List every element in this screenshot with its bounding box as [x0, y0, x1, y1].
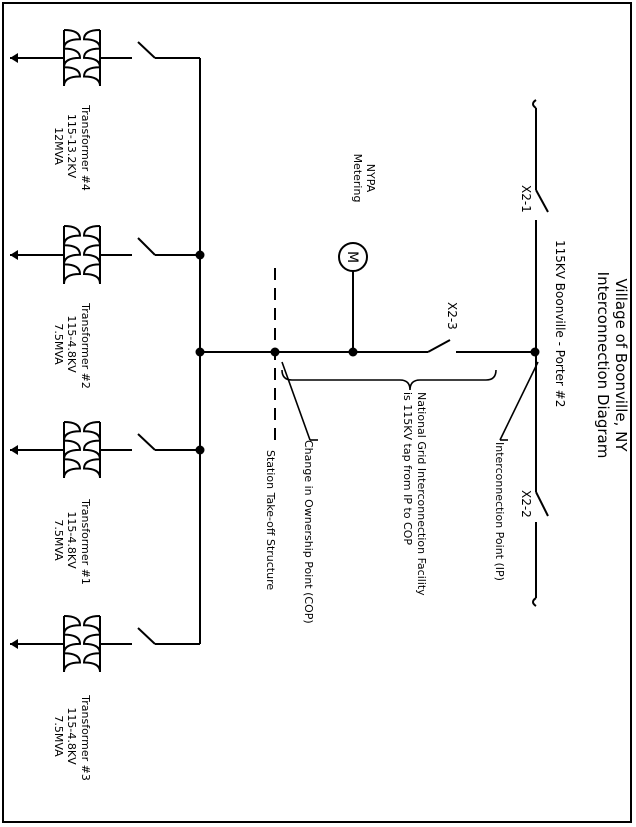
transformer-label-3: Transformer #3 115-4.8KV 7.5MVA	[52, 694, 92, 781]
transformer-1-name: Transformer #1	[79, 498, 92, 585]
transformer-2-voltage: 115-4.8KV	[65, 315, 78, 373]
transformer-3-rating: 7.5MVA	[52, 715, 65, 757]
line-label: 115KV Boonville - Porter #2	[553, 240, 567, 407]
transformer-feeder-1	[10, 421, 200, 478]
cop-label: Change in Ownership Point (COP)	[302, 440, 315, 624]
station-label: Station Take-off Structure	[264, 450, 277, 590]
station-bus	[195, 58, 205, 644]
facility-label-line-1: National Grid Interconnection Facility	[415, 392, 428, 596]
meter-label-line-1: NYPA	[364, 164, 377, 193]
facility-brace: National Grid Interconnection Facility i…	[281, 369, 497, 596]
transformer-label-1: Transformer #1 115-4.8KV 7.5MVA	[52, 498, 92, 585]
transformer-label-2: Transformer #2 115-4.8KV 7.5MVA	[52, 302, 92, 389]
transformer-feeder-2	[10, 225, 200, 284]
facility-label-line-2: is 115KV tap from IP to COP	[401, 392, 414, 545]
title-line-2: Interconnection Diagram	[594, 272, 612, 459]
nypa-meter: M NYPA Metering	[338, 154, 377, 352]
station-takeoff: Station Take-off Structure	[264, 268, 277, 590]
transformer-1-rating: 7.5MVA	[52, 519, 65, 561]
transformer-4-rating: 12MVA	[52, 127, 65, 165]
switch-x2-1-label: X2-1	[519, 185, 533, 213]
switch-x2-3-label: X2-3	[445, 302, 459, 330]
transformer-feeder-4	[10, 29, 200, 86]
transformer-3-name: Transformer #3	[79, 694, 92, 781]
ip-label: Interconnection Point (IP)	[493, 442, 506, 581]
tap-bus: X2-3	[195, 302, 536, 357]
meter-circle	[338, 242, 368, 272]
transformer-1-voltage: 115-4.8KV	[65, 511, 78, 569]
transformer-label-4: Transformer #4 115-13.2KV 12MVA	[52, 104, 92, 191]
transformer-4-name: Transformer #4	[79, 104, 92, 191]
meter-label-line-2: Metering	[351, 154, 364, 203]
transformer-4-voltage: 115-13.2KV	[65, 114, 78, 179]
transformer-3-voltage: 115-4.8KV	[65, 707, 78, 765]
transformer-2-rating: 7.5MVA	[52, 323, 65, 365]
title-block: Village of Boonville, NY Interconnection…	[594, 272, 630, 459]
transformer-feeder-3	[10, 615, 200, 672]
ip-annotation: Interconnection Point (IP)	[493, 361, 539, 581]
transformer-2-name: Transformer #2	[79, 302, 92, 389]
title-line-1: Village of Boonville, NY	[612, 278, 630, 452]
switch-x2-2-label: X2-2	[519, 490, 533, 518]
meter-symbol: M	[344, 251, 360, 263]
cop-annotation: Change in Ownership Point (COP)	[281, 361, 318, 624]
